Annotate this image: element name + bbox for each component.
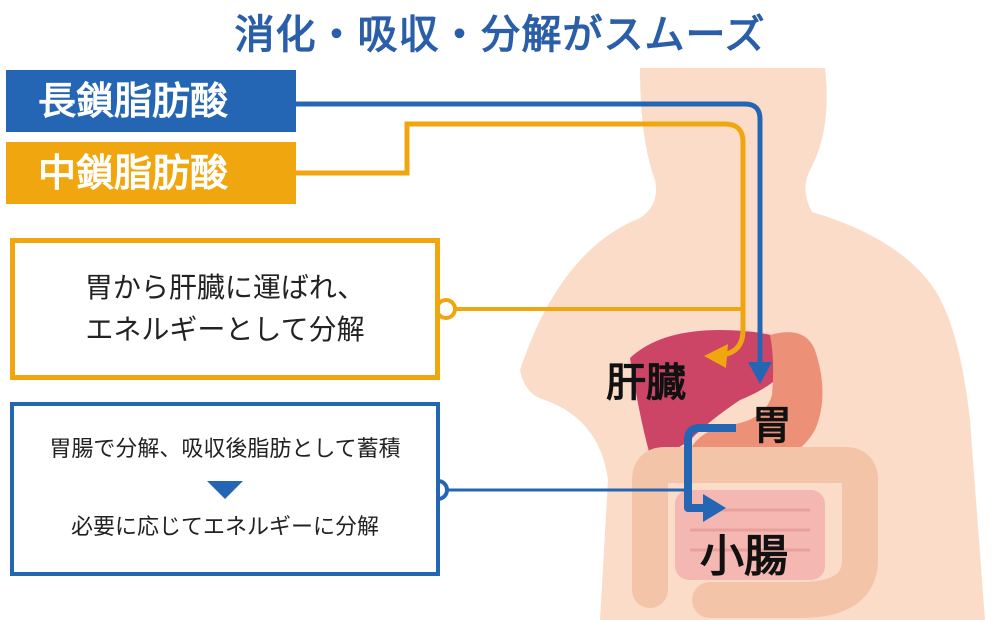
long-chain-path xyxy=(296,101,763,365)
medium-note-line-1: 胃から肝臓に運ばれ、 xyxy=(84,271,366,304)
long-chain-path-to-intestine xyxy=(684,424,736,512)
small-intestine-label: 小腸 xyxy=(700,531,788,582)
long-chain-note: 胃腸で分解、吸収後脂肪として蓄積 必要に応じてエネルギーに分解 xyxy=(10,402,440,576)
down-arrow-icon xyxy=(207,481,243,499)
stomach-label: 胃 xyxy=(752,403,792,449)
large-intestine xyxy=(632,447,878,618)
medium-chain-arrowhead xyxy=(704,344,728,368)
page-title: 消化・吸収・分解がスムーズ xyxy=(234,11,766,58)
medium-chain-path xyxy=(296,121,746,358)
stomach xyxy=(690,332,823,468)
medium-chain-label: 中鎖脂肪酸 xyxy=(6,142,296,204)
medium-note-line-2: エネルギーとして分解 xyxy=(85,313,365,346)
long-chain-arrowhead-stomach xyxy=(748,362,772,384)
long-note-line-1: 胃腸で分解、吸収後脂肪として蓄積 xyxy=(49,437,401,462)
medium-chain-note: 胃から肝臓に運ばれ、 エネルギーとして分解 xyxy=(10,238,440,380)
liver-label: 肝臓 xyxy=(606,360,686,406)
long-note-line-2: 必要に応じてエネルギーに分解 xyxy=(70,515,379,540)
long-chain-label: 長鎖脂肪酸 xyxy=(6,70,296,132)
long-chain-arrowhead-intestine xyxy=(703,494,726,522)
